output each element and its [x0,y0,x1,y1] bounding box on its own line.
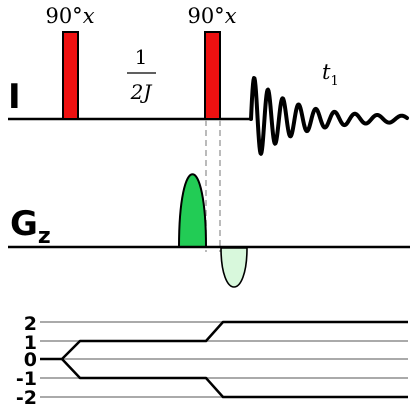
coherence-level-label-minus2: -2 [16,387,37,409]
fid-signal [249,76,409,156]
gradient-negative-lobe [220,247,248,288]
channel-gz-label: Gz [10,204,51,249]
coherence-level-label-1: 1 [24,332,37,354]
channel-i-label: I [8,77,21,117]
coherence-pathway-lower [61,358,408,399]
delay-denominator: 2J [130,80,153,104]
pulse-2-label: 90°x [187,4,236,28]
coherence-level-label-0: 0 [24,349,37,371]
acquisition-label: t1 [322,60,339,89]
coherence-level-label-2: 2 [24,313,37,335]
pulse-90x-1 [62,31,79,120]
pulse-90x-2 [204,31,221,120]
coherence-level-lines [40,321,408,398]
gradient-positive-lobe [177,173,208,248]
pulse-1-label: 90°x [45,4,94,28]
coherence-pathway-upper [40,320,408,361]
delay-numerator: 1 [135,45,148,69]
coherence-level-label-minus1: -1 [16,368,37,390]
